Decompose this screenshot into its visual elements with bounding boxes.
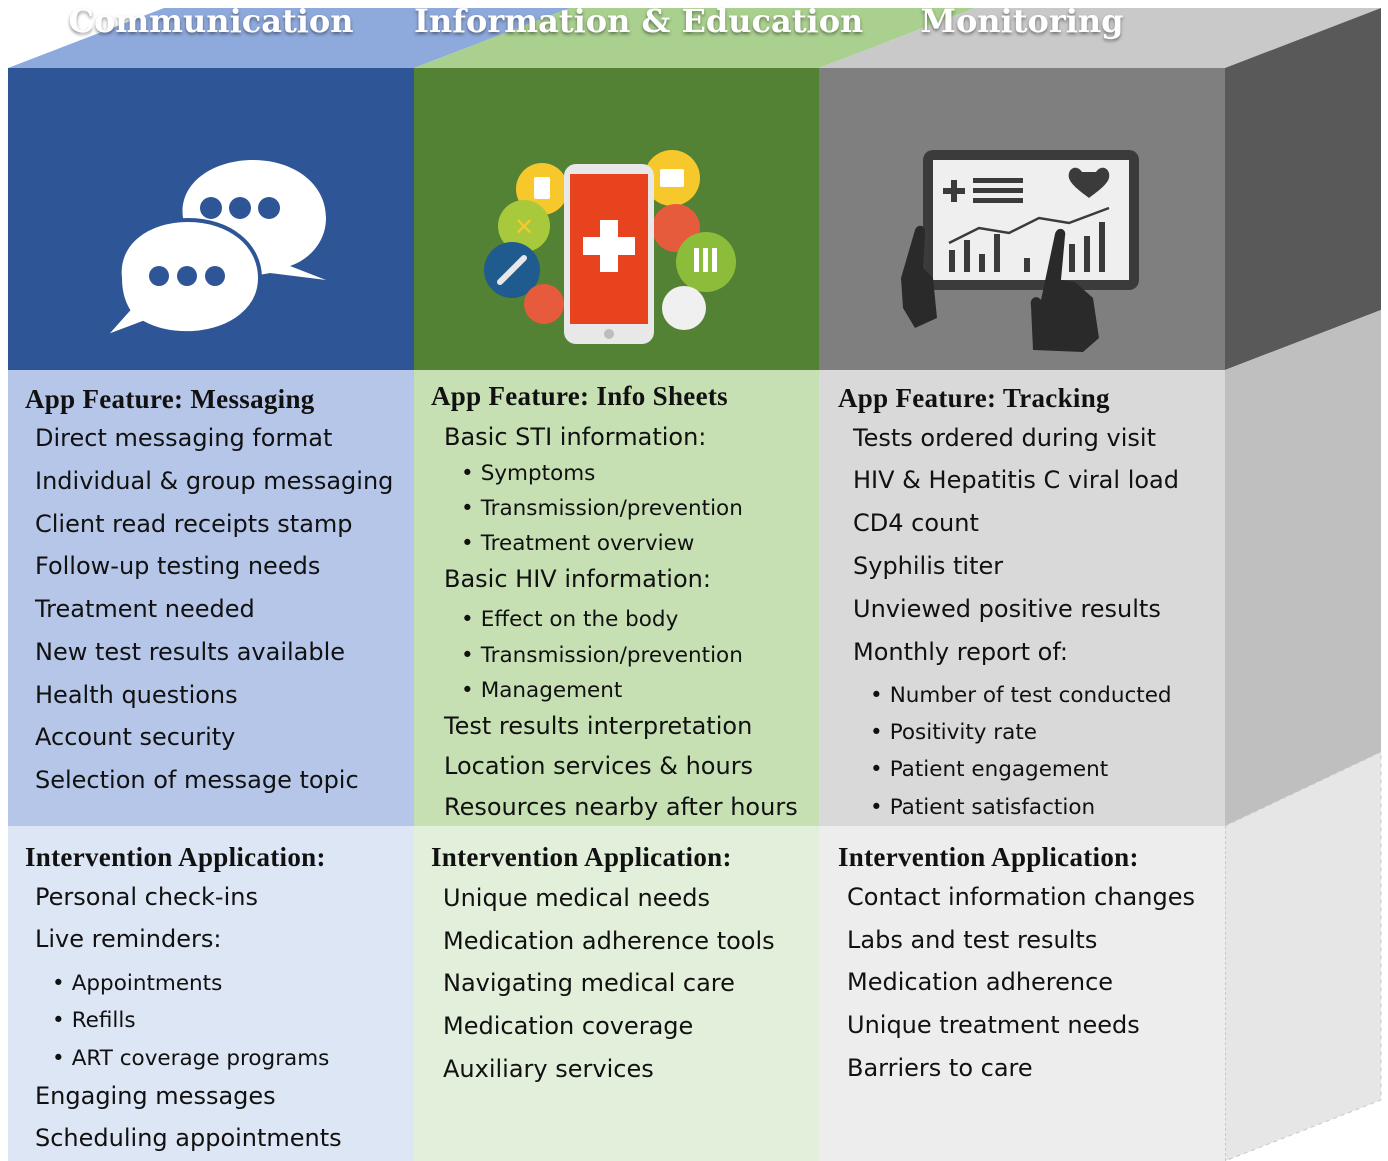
list-item: Unviewed positive results (853, 595, 1161, 623)
list-subitem: Treatment overview (461, 531, 695, 556)
feature-panel-communication (8, 370, 414, 826)
list-subitem: Transmission/prevention (461, 496, 743, 521)
list-item: Engaging messages (35, 1082, 276, 1110)
list-item: New test results available (35, 638, 346, 666)
list-subitem: Patient satisfaction (870, 795, 1095, 820)
list-item: Health questions (35, 681, 238, 709)
medical-phone-icon: ✕ (484, 150, 736, 344)
intervention-title-education: Intervention Application: (431, 842, 732, 872)
top-face-communication (8, 8, 570, 68)
list-item: Medication adherence (847, 968, 1114, 996)
list-subitem: Management (461, 678, 623, 703)
header-monitoring: Monitoring (819, 2, 1225, 370)
header-education: Information & Education ✕ (414, 2, 863, 370)
list-item: Personal check-ins (35, 883, 258, 911)
header-communication: Communication (8, 2, 414, 370)
feature-title-communication: App Feature: Messaging (25, 384, 315, 414)
side-face-header (1225, 8, 1381, 370)
column-title-communication: Communication (68, 2, 354, 40)
list-item: Scheduling appointments (35, 1124, 342, 1152)
intervention-title-monitoring: Intervention Application: (838, 842, 1139, 872)
list-item: Navigating medical care (443, 969, 735, 997)
list-item: Medication coverage (443, 1012, 694, 1040)
feature-title-education: App Feature: Info Sheets (431, 381, 728, 411)
feature-title-monitoring: App Feature: Tracking (838, 383, 1110, 413)
list-item: HIV & Hepatitis C viral load (853, 466, 1179, 494)
speech-bubbles-icon (101, 160, 326, 340)
intervention-panel-education (414, 826, 820, 1161)
list-item: Direct messaging format (35, 424, 333, 452)
top-face-education (414, 8, 975, 68)
list-subitem: Patient engagement (870, 757, 1108, 782)
list-item: Treatment needed (35, 595, 255, 623)
list-item: Client read receipts stamp (35, 510, 353, 538)
intervention-title-communication: Intervention Application: (25, 842, 326, 872)
intervention-panel-monitoring (819, 826, 1226, 1161)
svg-text:✕: ✕ (514, 213, 534, 241)
tablet-dashboard-icon (901, 150, 1139, 352)
list-item: Labs and test results (847, 926, 1098, 954)
list-item: Individual & group messaging (35, 467, 394, 495)
list-subitem: Number of test conducted (870, 683, 1172, 708)
side-face-intervention (1224, 751, 1382, 1161)
list-item: Auxiliary services (443, 1055, 654, 1083)
list-item: Unique treatment needs (847, 1011, 1140, 1039)
list-subitem: Refills (52, 1008, 136, 1033)
list-subitem: Appointments (52, 971, 223, 996)
list-subitem: ART coverage programs (52, 1046, 330, 1071)
list-item: Basic STI information: (444, 423, 707, 451)
list-subitem: Effect on the body (461, 607, 679, 632)
feature-panel-monitoring (819, 370, 1225, 826)
column-title-education: Information & Education (414, 2, 864, 40)
side-face-feature (1225, 310, 1381, 826)
list-item: Tests ordered during visit (853, 424, 1156, 452)
top-face-monitoring (819, 8, 1381, 68)
list-item: Selection of message topic (35, 766, 359, 794)
list-item: Medication adherence tools (443, 927, 775, 955)
list-item: Follow-up testing needs (35, 552, 321, 580)
list-item: Resources nearby after hours (444, 793, 798, 821)
list-subitem: Symptoms (461, 461, 596, 486)
list-item: Test results interpretation (444, 712, 753, 740)
list-item: CD4 count (853, 509, 979, 537)
list-item: Monthly report of: (853, 638, 1069, 666)
list-item: Contact information changes (847, 883, 1195, 911)
list-item: Account security (35, 723, 236, 751)
list-subitem: Positivity rate (870, 720, 1037, 745)
list-item: Unique medical needs (443, 884, 711, 912)
list-item: Syphilis titer (853, 552, 1004, 580)
list-item: Basic HIV information: (444, 565, 711, 593)
column-title-monitoring: Monitoring (920, 2, 1124, 40)
list-item: Barriers to care (847, 1054, 1033, 1082)
list-item: Location services & hours (444, 752, 754, 780)
list-item: Live reminders: (35, 925, 222, 953)
feature-panel-education (414, 370, 819, 826)
list-subitem: Transmission/prevention (461, 643, 743, 668)
